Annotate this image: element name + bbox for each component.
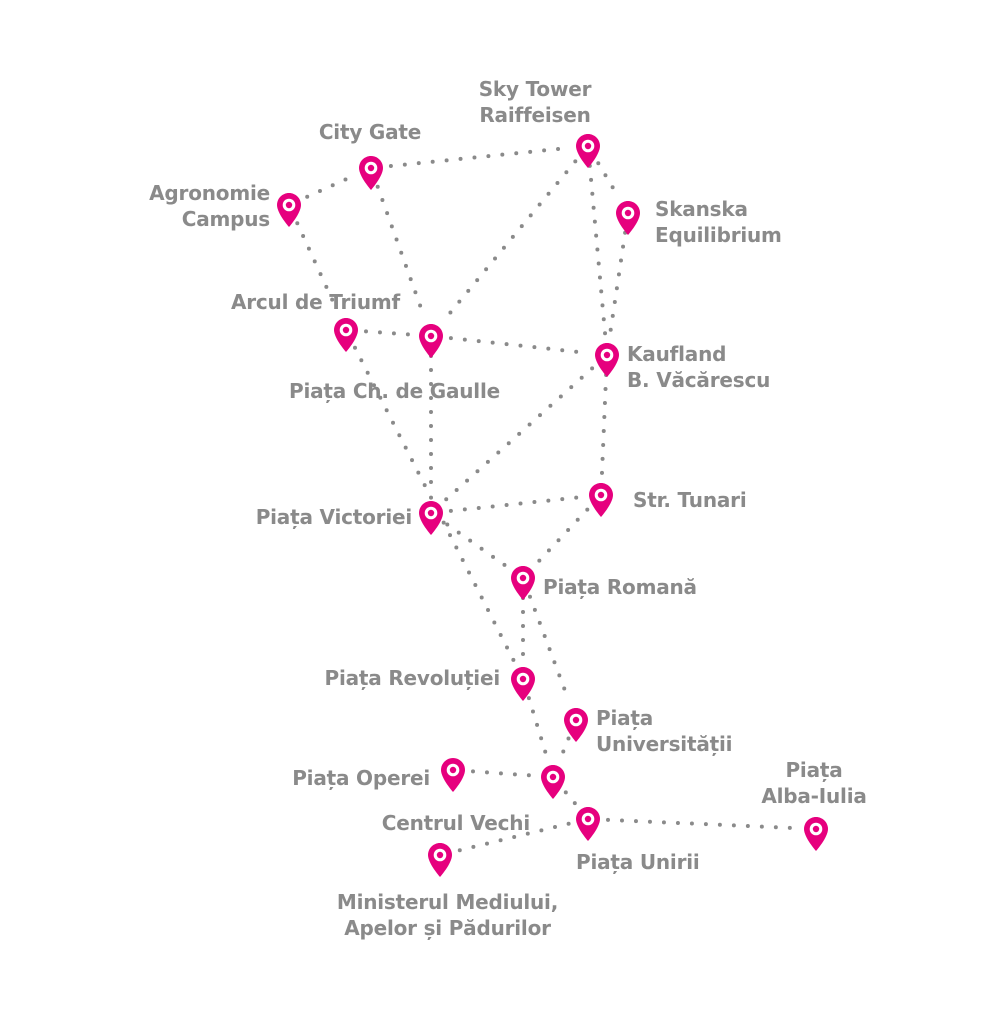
label-line: Piața Revoluției bbox=[324, 666, 500, 690]
label-piata-ch-de-gaulle: Piața Ch. de Gaulle bbox=[262, 378, 527, 404]
label-city-gate: City Gate bbox=[295, 119, 445, 145]
connection-arcul-gaulle bbox=[364, 329, 413, 337]
label-piata-alba-iulia: Piața Alba-Iulia bbox=[750, 757, 878, 809]
pin-piata-unirii[interactable] bbox=[575, 806, 601, 842]
pin-city-gate[interactable] bbox=[358, 155, 384, 191]
pin-piata-universitatii[interactable] bbox=[563, 707, 589, 743]
connection-kaufland-tunari bbox=[599, 373, 609, 477]
label-line: Str. Tunari bbox=[633, 488, 747, 512]
label-piata-revolutiei: Piața Revoluției bbox=[268, 665, 500, 691]
connection-centrul-unirii bbox=[563, 790, 578, 806]
connection-sky_tower-skanska bbox=[596, 161, 620, 198]
label-line: Arcul de Triumf bbox=[230, 290, 400, 314]
pin-arcul-de-triumf[interactable] bbox=[333, 317, 359, 353]
map-pin-icon bbox=[511, 667, 535, 701]
map-pin-icon bbox=[541, 765, 565, 799]
connection-kaufland-victoriei bbox=[443, 366, 595, 502]
map-pin-icon bbox=[576, 807, 600, 841]
label-str-tunari: Str. Tunari bbox=[633, 487, 747, 513]
connection-unirii-alba bbox=[606, 817, 798, 831]
label-piata-universitatii: Piața Universității bbox=[596, 705, 732, 757]
connection-tunari-romana bbox=[534, 507, 590, 566]
pin-piata-romana[interactable] bbox=[510, 565, 536, 601]
pin-piata-revolutiei[interactable] bbox=[510, 666, 536, 702]
label-skanska-equilibrium: Skanska Equilibrium bbox=[655, 196, 782, 248]
pin-centrul-vechi[interactable] bbox=[540, 764, 566, 800]
map-pin-icon bbox=[564, 708, 588, 742]
connection-operei-centrul bbox=[471, 769, 535, 778]
connection-city_gate-sky_tower bbox=[388, 146, 571, 168]
map-pin-icon bbox=[441, 758, 465, 792]
pin-kaufland[interactable] bbox=[594, 342, 620, 378]
label-line: Raiffeisen bbox=[479, 103, 591, 127]
label-arcul-de-triumf: Arcul de Triumf bbox=[160, 289, 400, 315]
connection-unirii-ministerul bbox=[457, 821, 571, 853]
label-line: Sky Tower bbox=[478, 77, 592, 101]
pin-skanska-equilibrium[interactable] bbox=[615, 200, 641, 236]
connection-agronomie-city_gate bbox=[305, 174, 355, 199]
label-centrul-vechi: Centrul Vechi bbox=[345, 810, 530, 836]
pin-sky-tower[interactable] bbox=[575, 133, 601, 169]
map-pin-icon bbox=[419, 324, 443, 358]
pin-piata-ch-de-gaulle[interactable] bbox=[418, 323, 444, 359]
connection-sky_tower-kaufland bbox=[587, 163, 608, 338]
connection-arcul-revolutiei bbox=[353, 345, 516, 664]
label-line: Universității bbox=[596, 732, 733, 756]
label-line: Piața bbox=[596, 706, 654, 730]
pin-piata-victoriei[interactable] bbox=[418, 500, 444, 536]
connection-gaulle-kaufland bbox=[448, 336, 590, 355]
label-line: Piața Ch. de Gaulle bbox=[289, 379, 500, 403]
label-line: Alba-Iulia bbox=[761, 784, 867, 808]
label-line: Campus bbox=[181, 207, 270, 231]
label-piata-romana: Piața Romană bbox=[543, 574, 697, 600]
label-line: Piața Victoriei bbox=[255, 505, 413, 529]
map-pin-icon bbox=[334, 318, 358, 352]
pin-agronomie-campus[interactable] bbox=[276, 192, 302, 228]
map-pin-icon bbox=[804, 817, 828, 851]
map-pin-icon bbox=[359, 156, 383, 190]
label-line: Piața Romană bbox=[543, 575, 697, 599]
map-pin-icon bbox=[576, 134, 600, 168]
connection-sky_tower-gaulle bbox=[441, 159, 578, 323]
label-line: Kaufland bbox=[627, 342, 727, 366]
map-pin-icon bbox=[511, 566, 535, 600]
pin-piata-operei[interactable] bbox=[440, 757, 466, 793]
map-pin-icon bbox=[589, 483, 613, 517]
label-line: Ministerul Mediului, bbox=[336, 890, 559, 914]
connection-city_gate-gaulle bbox=[375, 184, 427, 320]
label-line: Equilibrium bbox=[655, 223, 782, 247]
label-line: Piața Operei bbox=[292, 766, 430, 790]
connection-victoriei-romana bbox=[445, 522, 509, 569]
pin-piata-alba-iulia[interactable] bbox=[803, 816, 829, 852]
label-line: B. Văcărescu bbox=[627, 368, 771, 392]
label-line: Agronomie bbox=[149, 181, 270, 205]
map-pin-icon bbox=[595, 343, 619, 377]
connection-romana-universitatii bbox=[528, 594, 571, 704]
map-pin-icon bbox=[419, 501, 443, 535]
map-pin-icon bbox=[428, 843, 452, 877]
label-line: City Gate bbox=[318, 120, 422, 144]
map-pin-icon bbox=[277, 193, 301, 227]
label-line: Skanska bbox=[655, 197, 748, 221]
label-agronomie-campus: Agronomie Campus bbox=[100, 180, 270, 232]
label-piata-unirii: Piața Unirii bbox=[576, 849, 700, 875]
map-pin-icon bbox=[616, 201, 640, 235]
pin-str-tunari[interactable] bbox=[588, 482, 614, 518]
label-line: Piața Unirii bbox=[576, 850, 700, 874]
label-line: Piața bbox=[785, 758, 843, 782]
label-ministerul-mediului: Ministerul Mediului, Apelor și Pădurilor bbox=[305, 889, 590, 941]
label-line: Apelor și Pădurilor bbox=[344, 916, 551, 940]
pin-ministerul-mediului[interactable] bbox=[427, 842, 453, 878]
label-sky-tower: Sky Tower Raiffeisen bbox=[460, 76, 610, 128]
label-kaufland: Kaufland B. Văcărescu bbox=[627, 341, 770, 393]
connection-skanska-kaufland bbox=[607, 230, 628, 338]
connection-victoriei-tunari bbox=[448, 495, 584, 513]
label-line: Centrul Vechi bbox=[381, 811, 530, 835]
connection-revolutiei-centrul bbox=[526, 696, 550, 760]
label-piata-victoriei: Piața Victoriei bbox=[190, 504, 413, 530]
label-piata-operei: Piața Operei bbox=[230, 765, 430, 791]
